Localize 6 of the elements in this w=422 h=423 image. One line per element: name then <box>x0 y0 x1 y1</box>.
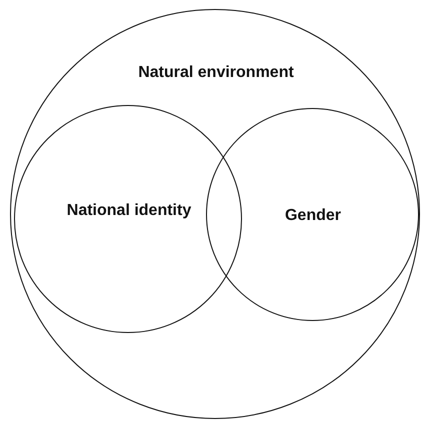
circle-label: Natural environment <box>137 63 295 83</box>
circle-label: National identity <box>66 201 192 221</box>
circle <box>206 108 419 321</box>
circle-label: Gender <box>284 206 342 226</box>
circle <box>10 9 420 419</box>
circle <box>14 105 242 333</box>
